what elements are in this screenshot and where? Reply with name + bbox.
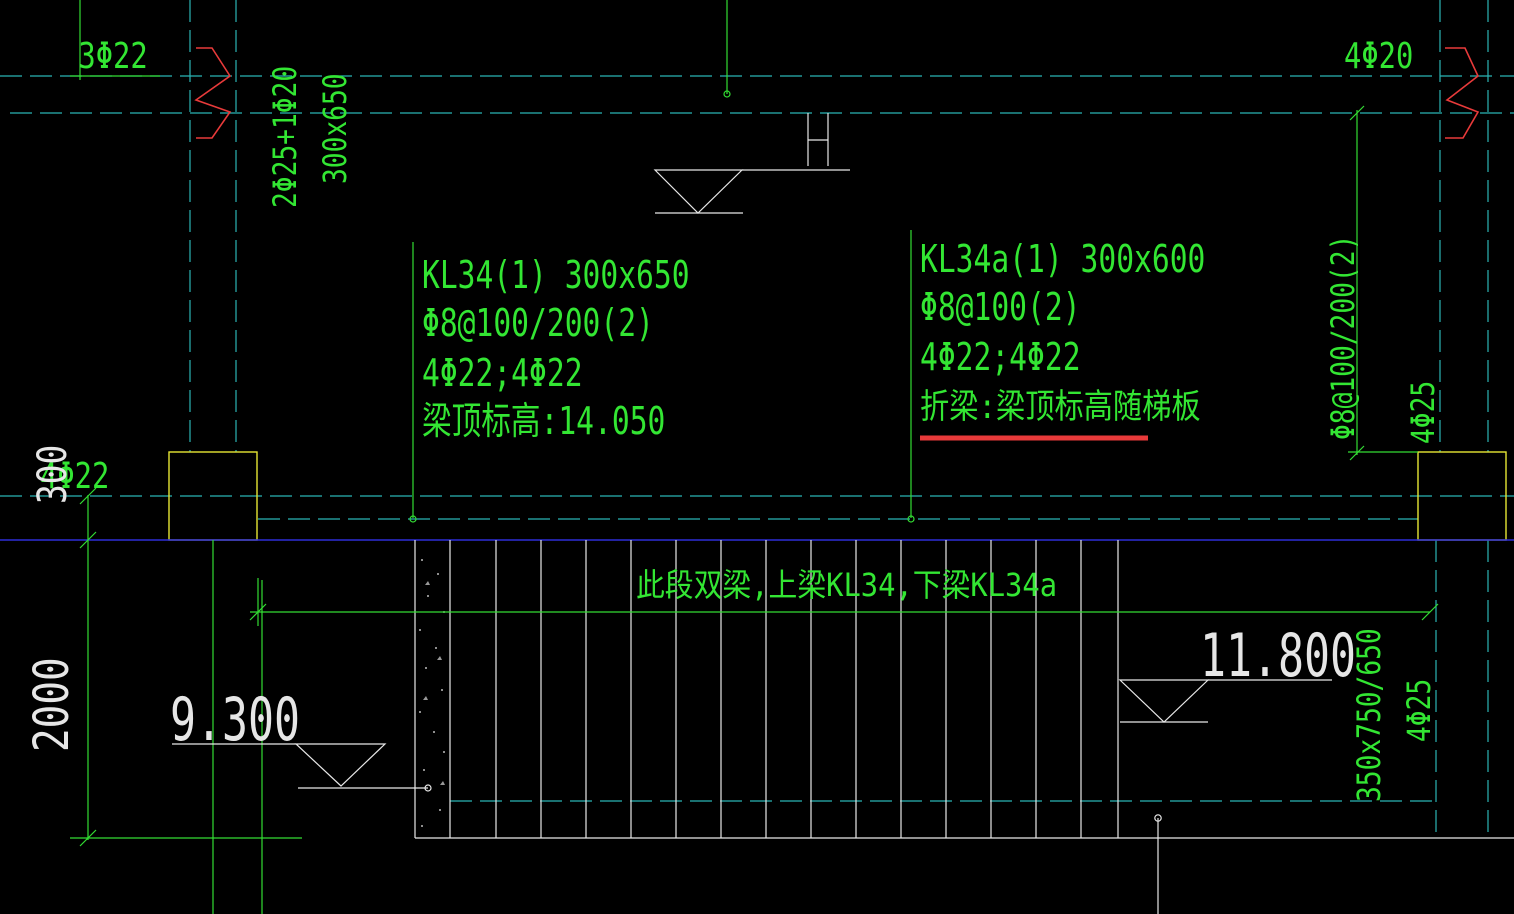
stair-treads — [495, 540, 1082, 838]
kl34-elev-label: 梁顶标高:14.050 — [422, 399, 665, 444]
right-beam-rebar-label: 4Φ25 — [1400, 679, 1437, 742]
elev-left-label: 9.300 — [170, 685, 300, 755]
double-beam-note-label: 此段双梁,上梁KL34,下梁KL34a — [636, 568, 1057, 605]
structural-lines — [298, 113, 1514, 914]
beam-outlines — [0, 0, 1514, 840]
leader-lines — [70, 0, 1439, 914]
left-rebar-mid-label: 4Φ22 — [40, 455, 109, 497]
right-rebar-label: 4Φ25 — [1404, 381, 1441, 444]
kl34a-rebar-label: 4Φ22;4Φ22 — [920, 335, 1081, 380]
rebar-top-right-label: 4Φ20 — [1344, 35, 1413, 77]
col-left-size-label: 300x650 — [316, 73, 353, 184]
rebar-top-left-label: 3Φ22 — [78, 35, 147, 77]
col-left-rebar-label: 2Φ25+1Φ20 — [266, 66, 303, 208]
dim-300-label: 300 — [29, 445, 76, 504]
kl34-name-label: KL34(1) 300x650 — [422, 253, 690, 298]
kl34-rebar-label: 4Φ22;4Φ22 — [422, 351, 583, 396]
annotations: 3Φ22 4Φ20 2Φ25+1Φ20 300x650 KL34(1) 300x… — [24, 35, 1441, 802]
kl34-stirrup-label: Φ8@100/200(2) — [422, 301, 654, 346]
right-stirrup-label: Φ8@100/200(2) — [1324, 235, 1361, 440]
concrete-hatch — [419, 559, 445, 827]
dim-2000-label: 2000 — [24, 657, 80, 752]
break-lines — [194, 47, 1480, 139]
kl34a-stirrup-label: Φ8@100(2) — [920, 285, 1081, 330]
kl34a-note-label: 折梁:梁顶标高随梯板 — [920, 388, 1201, 427]
right-beam-size-label: 350x750/650 — [1350, 628, 1387, 802]
elev-right-label: 11.800 — [1200, 621, 1356, 691]
kl34a-name-label: KL34a(1) 300x600 — [920, 237, 1205, 282]
